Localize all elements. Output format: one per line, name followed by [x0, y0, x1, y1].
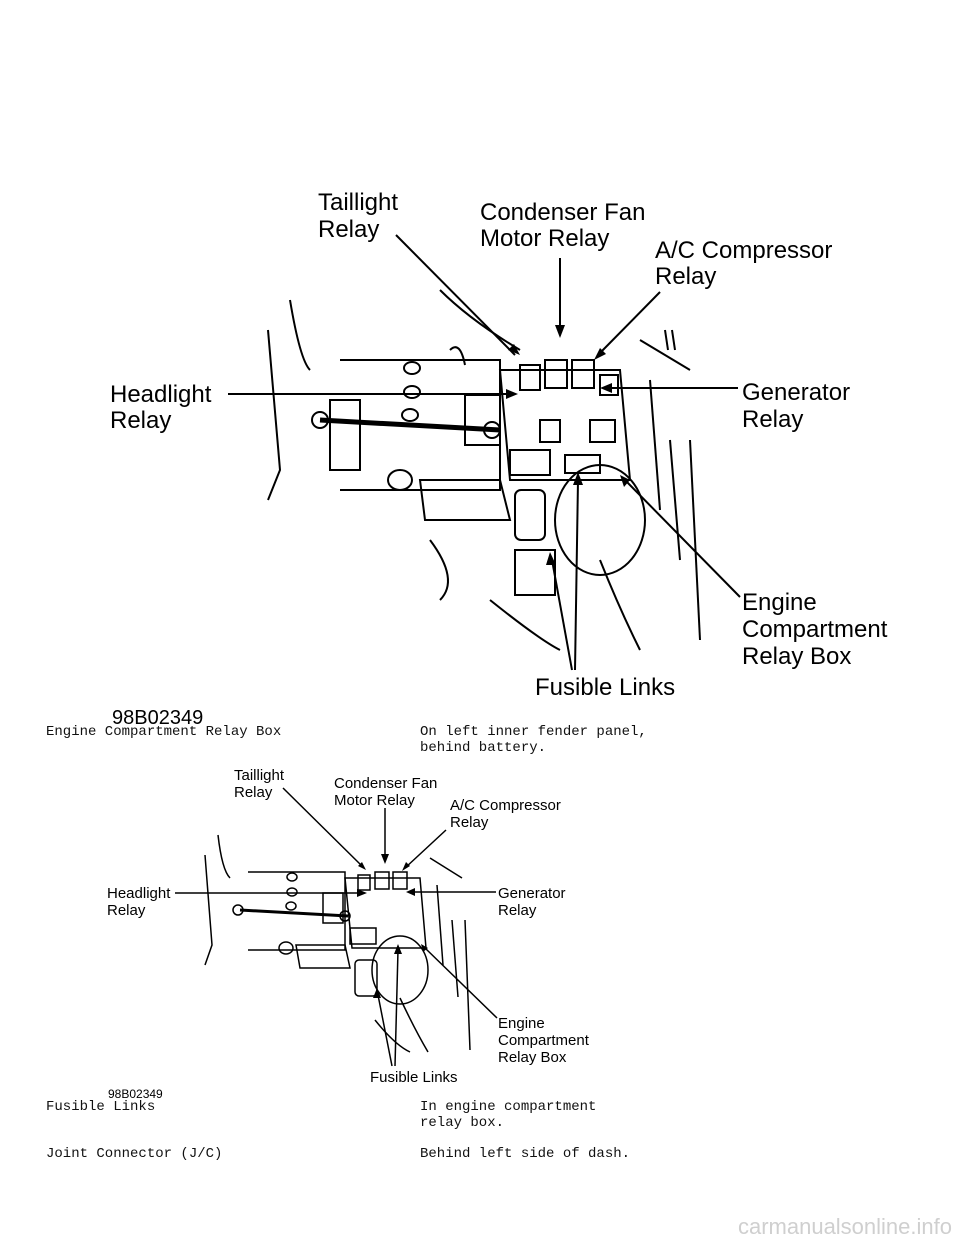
watermark: carmanualsonline.info: [737, 1214, 952, 1239]
row2-component: Fusible Links: [46, 1099, 156, 1115]
headlight-label-line2: Relay: [110, 407, 171, 434]
small-taillight-line1: Taillight: [234, 767, 285, 784]
row1-component: Engine Compartment Relay Box: [46, 724, 282, 740]
small-figure-code: 98B02349: [108, 1087, 163, 1100]
small-generator-line2: Relay: [498, 902, 537, 919]
relay-box-figure-small: Taillight Relay Condenser Fan Motor Rela…: [0, 760, 960, 1100]
row2-location-line2: relay box.: [420, 1115, 505, 1131]
row1-location-line1: On left inner fender panel,: [420, 724, 647, 740]
engine-label-line2: Compartment: [742, 616, 888, 643]
generator-label-line2: Relay: [742, 406, 803, 433]
small-engine-line1: Engine: [498, 1015, 545, 1032]
small-condenser-line1: Condenser Fan: [334, 775, 437, 792]
engine-label-line1: Engine: [742, 589, 817, 616]
row3-location-line1: Behind left side of dash.: [420, 1146, 631, 1162]
row2-location-line1: In engine compartment: [420, 1099, 597, 1115]
condenser-label-line1: Condenser Fan: [480, 199, 645, 226]
row3-component: Joint Connector (J/C): [46, 1146, 223, 1162]
ac-label-line2: Relay: [655, 263, 716, 290]
figure-code: 98B02349: [112, 707, 203, 725]
small-condenser-line2: Motor Relay: [334, 792, 415, 809]
ac-label-line1: A/C Compressor: [655, 237, 832, 264]
small-engine-line2: Compartment: [498, 1032, 590, 1049]
fusible-label: Fusible Links: [535, 674, 675, 701]
small-headlight-line2: Relay: [107, 902, 146, 919]
small-generator-line1: Generator: [498, 885, 566, 902]
small-fusible-label: Fusible Links: [370, 1069, 458, 1086]
engine-label-line3: Relay Box: [742, 643, 851, 670]
taillight-label-line1: Taillight: [318, 189, 398, 216]
small-engine-line3: Relay Box: [498, 1049, 567, 1066]
relay-box-figure-large: Taillight Relay Condenser Fan Motor Rela…: [0, 180, 960, 725]
small-taillight-line2: Relay: [234, 784, 273, 801]
row1-location-line2: behind battery.: [420, 740, 547, 756]
relay-box-diagram-small: Taillight Relay Condenser Fan Motor Rela…: [107, 767, 590, 1100]
taillight-label-line2: Relay: [318, 216, 379, 243]
small-ac-line1: A/C Compressor: [450, 797, 561, 814]
small-ac-line2: Relay: [450, 814, 489, 831]
relay-box-diagram-large: Taillight Relay Condenser Fan Motor Rela…: [110, 189, 888, 725]
headlight-label-line1: Headlight: [110, 381, 212, 408]
generator-label-line1: Generator: [742, 379, 850, 406]
small-headlight-line1: Headlight: [107, 885, 171, 902]
condenser-label-line2: Motor Relay: [480, 225, 609, 252]
